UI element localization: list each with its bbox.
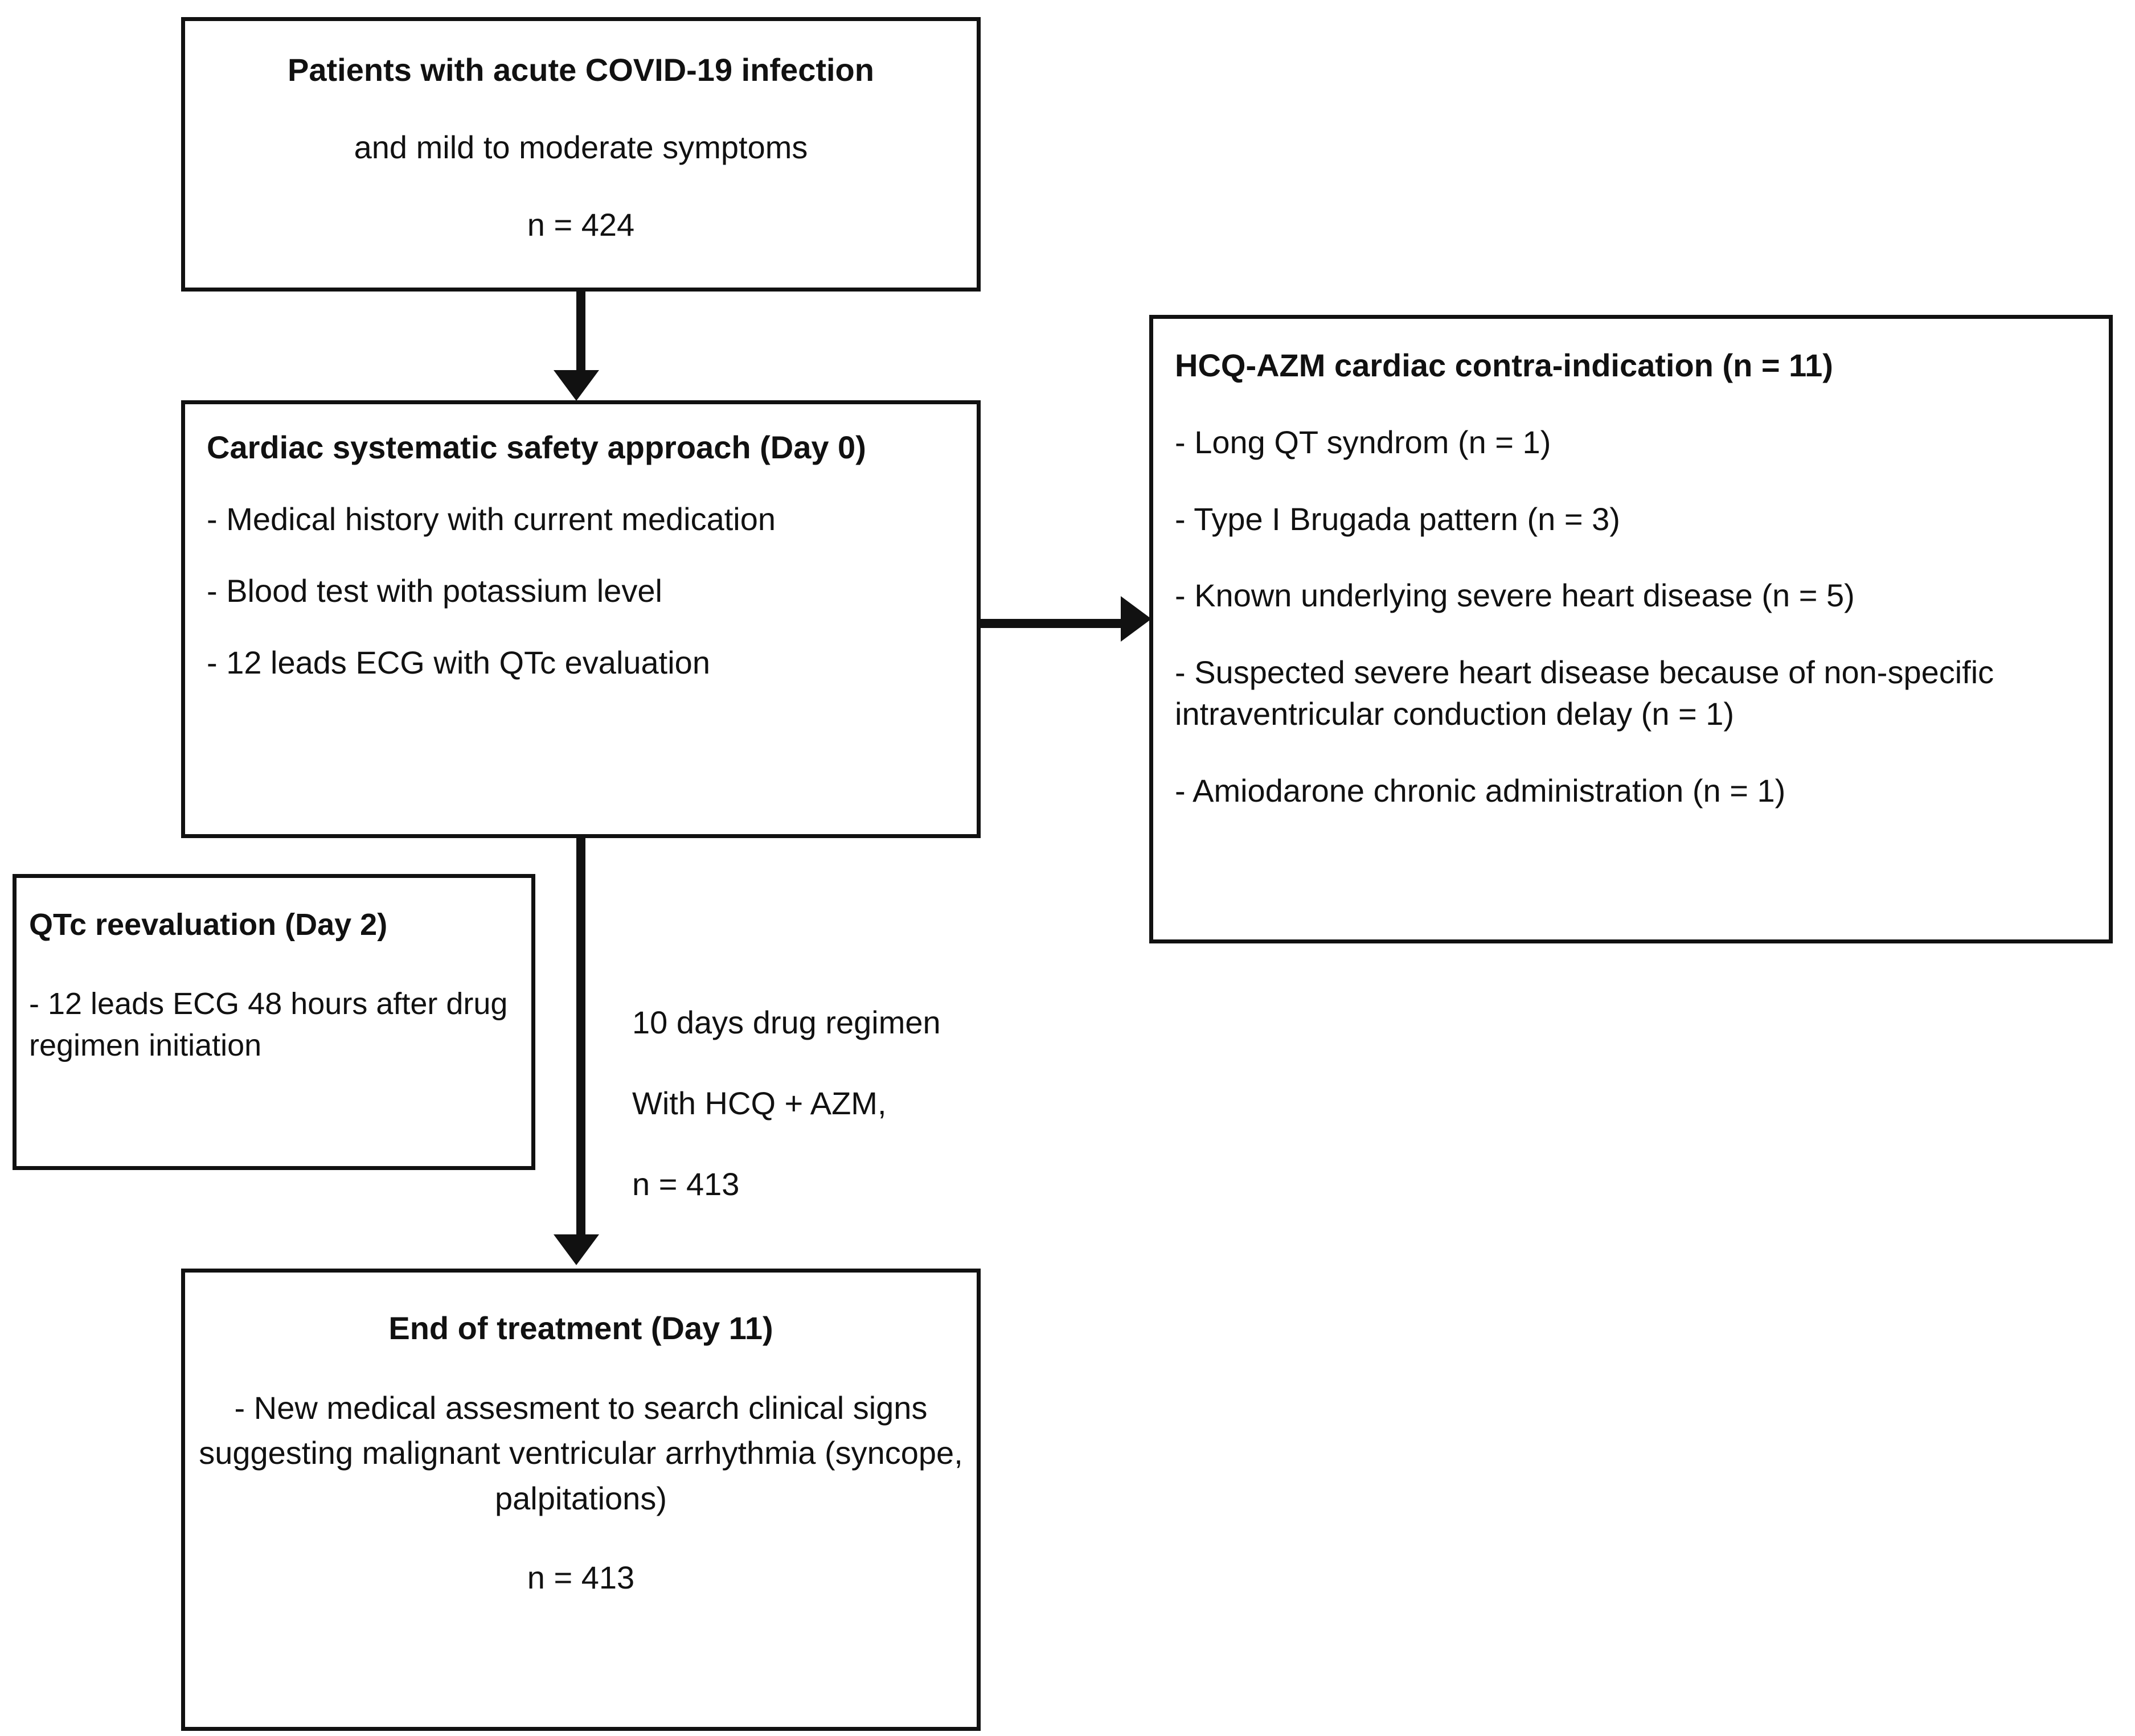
end-of-treatment-body: - New medical assesment to search clinic…: [199, 1389, 963, 1516]
contra-indication-box-content: HCQ-AZM cardiac contra-indication (n = 1…: [1175, 345, 2092, 812]
qtc-reevaluation-heading: QTc reevaluation (Day 2): [29, 908, 388, 942]
cardiac-safety-heading: Cardiac systematic safety approach (Day …: [207, 429, 866, 465]
end-of-treatment-heading: End of treatment (Day 11): [388, 1310, 773, 1346]
contra-indication-item-2: - Type I Brugada pattern (n = 3): [1175, 500, 1620, 537]
patients-box-line-1: Patients with acute COVID-19 infection: [288, 52, 874, 88]
contra-indication-item-1: - Long QT syndrom (n = 1): [1175, 424, 1551, 460]
patients-box-line-2: and mild to moderate symptoms: [354, 129, 808, 165]
contra-indication-box: HCQ-AZM cardiac contra-indication (n = 1…: [1149, 315, 2113, 943]
cardiac-safety-box: Cardiac systematic safety approach (Day …: [181, 400, 981, 838]
end-of-treatment-count: n = 413: [527, 1559, 635, 1596]
arrow-cardiac-to-contra-head: [1121, 596, 1151, 642]
drug-regimen-note-line-3: n = 413: [632, 1166, 740, 1202]
arrow-patients-to-cardiac-line: [576, 292, 585, 372]
contra-indication-item-3: - Known underlying severe heart disease …: [1175, 577, 1855, 614]
patients-box-count: n = 424: [527, 207, 635, 243]
contra-indication-item-5: - Amiodarone chronic administration (n =…: [1175, 772, 1786, 809]
arrow-cardiac-to-end-line: [576, 838, 585, 1237]
drug-regimen-note-line-2: With HCQ + AZM,: [632, 1085, 887, 1121]
end-of-treatment-box-content: End of treatment (Day 11) - New medical …: [196, 1306, 965, 1600]
arrow-patients-to-cardiac-head: [554, 370, 599, 401]
cardiac-safety-item-1: - Medical history with current medicatio…: [207, 501, 776, 537]
end-of-treatment-box: End of treatment (Day 11) - New medical …: [181, 1269, 981, 1731]
qtc-reevaluation-box: QTc reevaluation (Day 2) - 12 leads ECG …: [13, 874, 535, 1170]
arrow-cardiac-to-end-head: [554, 1234, 599, 1265]
cardiac-safety-box-content: Cardiac systematic safety approach (Day …: [207, 432, 965, 679]
drug-regimen-note: 10 days drug regimen With HCQ + AZM, n =…: [632, 1007, 1065, 1200]
cardiac-safety-item-2: - Blood test with potassium level: [207, 573, 662, 609]
qtc-reevaluation-item-1: - 12 leads ECG 48 hours after drug regim…: [29, 986, 508, 1062]
contra-indication-heading: HCQ-AZM cardiac contra-indication (n = 1…: [1175, 347, 1833, 383]
patients-box: Patients with acute COVID-19 infection a…: [181, 17, 981, 292]
patients-box-content: Patients with acute COVID-19 infection a…: [185, 54, 977, 241]
drug-regimen-note-line-1: 10 days drug regimen: [632, 1004, 941, 1040]
arrow-cardiac-to-contra-line: [981, 619, 1123, 628]
qtc-reevaluation-box-content: QTc reevaluation (Day 2) - 12 leads ECG …: [29, 904, 524, 1066]
contra-indication-item-4: - Suspected severe heart disease because…: [1175, 654, 1994, 732]
cardiac-safety-item-3: - 12 leads ECG with QTc evaluation: [207, 645, 710, 680]
